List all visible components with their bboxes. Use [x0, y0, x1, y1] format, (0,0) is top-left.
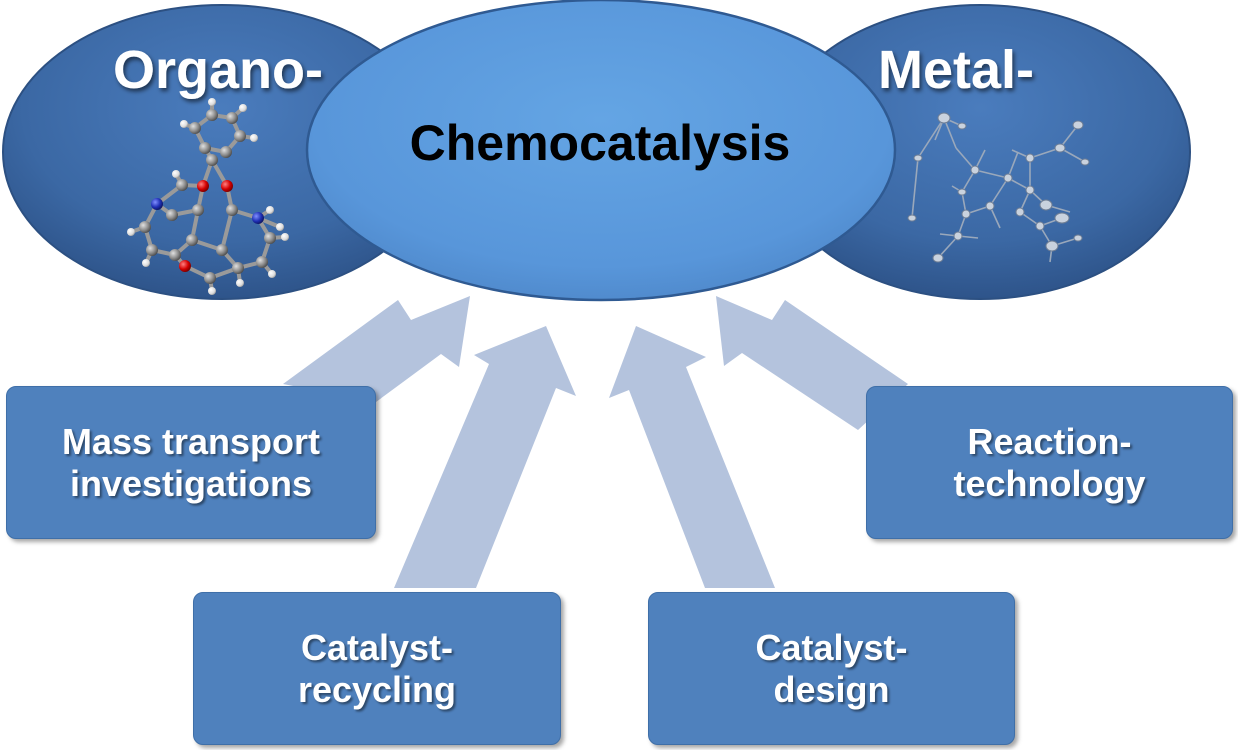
arrow-catalyst-design: [609, 326, 775, 588]
catalyst-design-box: Catalyst- design: [648, 592, 1015, 745]
arrow-reaction-technology: [716, 296, 908, 430]
catalyst-recycling-line1: Catalyst-: [300, 626, 454, 668]
chemocatalysis-ellipse: [305, 0, 897, 302]
reaction-technology-line2: technology: [953, 462, 1146, 504]
organic-molecule-icon: [127, 98, 289, 295]
catalyst-design-line2: design: [773, 668, 890, 710]
metal-complex-icon: [907, 112, 1090, 263]
metal-label: Metal-: [878, 40, 1034, 100]
catalyst-recycling-box: Catalyst- recycling: [193, 592, 561, 745]
catalyst-design-line1: Catalyst-: [755, 626, 908, 668]
mass-transport-line2: investigations: [69, 462, 313, 504]
reaction-technology-line1: Reaction-: [967, 420, 1132, 462]
mass-transport-line1: Mass transport: [61, 420, 321, 462]
arrow-mass-transport: [283, 296, 470, 402]
arrow-catalyst-recycling: [394, 326, 576, 588]
mass-transport-box: Mass transport investigations: [6, 386, 376, 539]
reaction-technology-box: Reaction- technology: [866, 386, 1233, 539]
organo-label: Organo-: [113, 40, 323, 100]
chemocatalysis-label: Chemocatalysis: [410, 115, 791, 171]
catalyst-recycling-line2: recycling: [297, 668, 457, 710]
